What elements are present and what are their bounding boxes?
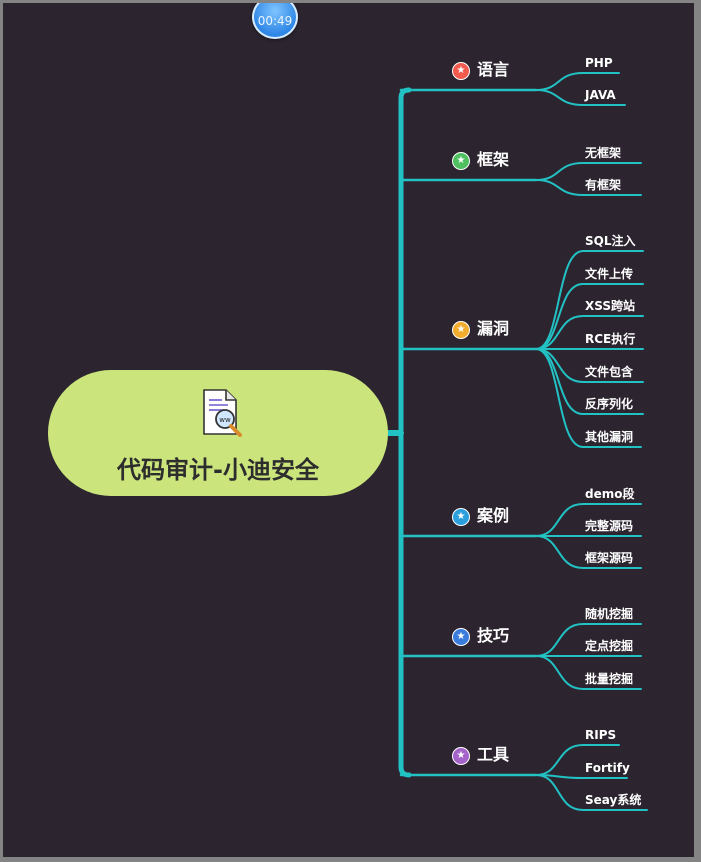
leaf-topic[interactable]: JAVA [585,88,616,102]
star-icon: ★ [452,62,470,80]
leaf-line [535,179,642,196]
leaf-line [535,162,642,181]
leaf-topic[interactable]: 其他漏洞 [585,430,634,444]
leaf-topic[interactable]: 批量挖掘 [585,672,634,686]
branch-label[interactable]: 框架 [477,150,510,169]
trunk-line [398,87,412,778]
leaf-topic[interactable]: XSS跨站 [585,299,635,313]
star-icon: ★ [452,152,470,170]
leaf-topic[interactable]: 随机挖掘 [585,607,634,621]
leaf-line [535,89,626,106]
connector-lines [384,72,648,811]
leaf-line [535,535,642,569]
root-title: 代码审计-小迪安全 [117,456,319,484]
mindmap-canvas: ww 代码审计-小迪安全 00:49 ★ 语言 PHP JAVA ★ 框架 无框架有框架 ★ 漏… [3,3,694,857]
leaf-line [535,72,620,91]
leaf-line [535,623,642,657]
branch-label[interactable]: 技巧 [477,626,510,645]
leaf-topic[interactable]: 文件包含 [585,365,634,379]
leaf-topic[interactable]: 有框架 [585,178,622,192]
leaf-line [535,283,644,350]
star-icon: ★ [452,508,470,526]
leaf-line [535,503,642,537]
timer-badge[interactable]: 00:49 [252,3,298,39]
leaf-topic[interactable]: 框架源码 [585,551,634,565]
branch-label[interactable]: 语言 [477,60,510,79]
leaf-line [535,744,620,776]
leaf-line [535,250,644,350]
star-icon: ★ [452,747,470,765]
leaf-topic[interactable]: 文件上传 [585,267,634,281]
branch-label[interactable]: 案例 [477,506,510,525]
leaf-topic[interactable]: RCE执行 [585,332,636,346]
leaf-topic[interactable]: PHP [585,56,613,70]
leaf-topic[interactable]: 反序列化 [585,397,634,411]
leaf-topic[interactable]: Fortify [585,761,630,775]
branch-label[interactable]: 漏洞 [477,319,510,338]
root-topic[interactable]: ww 代码审计-小迪安全 [48,370,388,496]
leaf-topic[interactable]: 定点挖掘 [585,639,634,653]
leaf-topic[interactable]: RIPS [585,728,617,742]
leaf-line [535,655,642,690]
svg-text:ww: ww [219,416,231,424]
leaf-topic[interactable]: 完整源码 [585,519,634,533]
star-icon: ★ [452,628,470,646]
star-icon: ★ [452,321,470,339]
document-www-search-icon: ww [203,389,242,437]
branch-label[interactable]: 工具 [477,745,510,764]
leaf-line [535,348,642,448]
leaf-topic[interactable]: 无框架 [585,146,622,160]
leaf-topic[interactable]: SQL注入 [585,234,636,248]
leaf-line [535,315,644,350]
leaf-topic[interactable]: demo段 [585,487,635,501]
leaf-topic[interactable]: Seay系统 [585,793,642,807]
leaf-line [535,774,648,811]
